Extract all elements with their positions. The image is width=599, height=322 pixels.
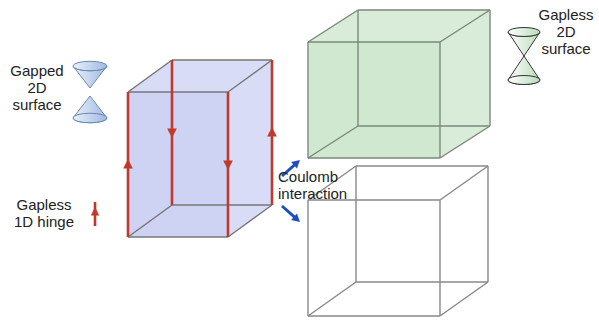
- cube-edge: [307, 200, 308, 316]
- cone-rim: [73, 113, 107, 123]
- gapped-upper-band: [73, 61, 107, 88]
- hinge-label: Gapless 1D hinge: [6, 196, 82, 230]
- gapped-lower-band: [73, 96, 107, 123]
- hinge-symbol-head: [91, 207, 99, 215]
- cube-edge: [357, 10, 358, 126]
- cube-edge: [356, 281, 488, 282]
- cube-face: [308, 42, 440, 158]
- hinge-arrowhead: [167, 129, 177, 139]
- cone-rim: [73, 61, 107, 71]
- cube-edge: [172, 59, 272, 60]
- cone-rim: [508, 28, 540, 37]
- gapless-surface-cube: [308, 10, 490, 158]
- cone-rim: [508, 76, 540, 85]
- cube-edge: [440, 166, 488, 200]
- cone-body: [73, 96, 107, 123]
- gapless-upper-cone: [508, 28, 540, 56]
- cube-edge: [308, 282, 356, 316]
- cube-edge: [308, 126, 358, 158]
- hinge-arrowhead: [267, 127, 277, 137]
- cube-edge: [308, 315, 440, 316]
- cone-body: [508, 56, 540, 84]
- cube-edge: [356, 165, 488, 166]
- cube-edge: [128, 205, 172, 237]
- surface-label: Gapless 2D surface: [536, 6, 596, 57]
- topological-cube: [128, 60, 272, 237]
- cube-edge: [228, 60, 272, 92]
- cube-face: [128, 92, 228, 237]
- arrow-head: [291, 160, 300, 169]
- hinge-modes: [91, 60, 277, 237]
- cube-edge: [487, 166, 488, 282]
- cube-edge: [440, 282, 488, 316]
- cube-body: [308, 10, 490, 158]
- cube-edge: [172, 204, 272, 205]
- cube-edge: [439, 200, 440, 316]
- hinge-arrowhead: [123, 159, 133, 169]
- arrow-head: [291, 213, 300, 222]
- cube-edge: [308, 10, 358, 42]
- cube-edge: [128, 91, 228, 92]
- cube-edge: [128, 60, 172, 92]
- cube-edge: [308, 41, 440, 42]
- cube-edge: [440, 126, 490, 158]
- surface-label: Gapped 2D surface: [6, 62, 68, 113]
- cube-edge: [439, 42, 440, 158]
- process-label: Coulomb interaction: [278, 168, 374, 202]
- cube-edge: [355, 166, 356, 282]
- cube-edge: [228, 205, 272, 237]
- cube-edge: [308, 157, 440, 158]
- cube-edge: [440, 10, 490, 42]
- gapless-lower-cone: [508, 56, 540, 84]
- cube-edge: [489, 10, 490, 126]
- hinge-arrowhead: [223, 161, 233, 171]
- cube-edge: [358, 125, 490, 126]
- cube-edge: [307, 42, 308, 158]
- cube-edge: [358, 9, 490, 10]
- cube-body: [128, 60, 272, 237]
- cube-edge: [128, 236, 228, 237]
